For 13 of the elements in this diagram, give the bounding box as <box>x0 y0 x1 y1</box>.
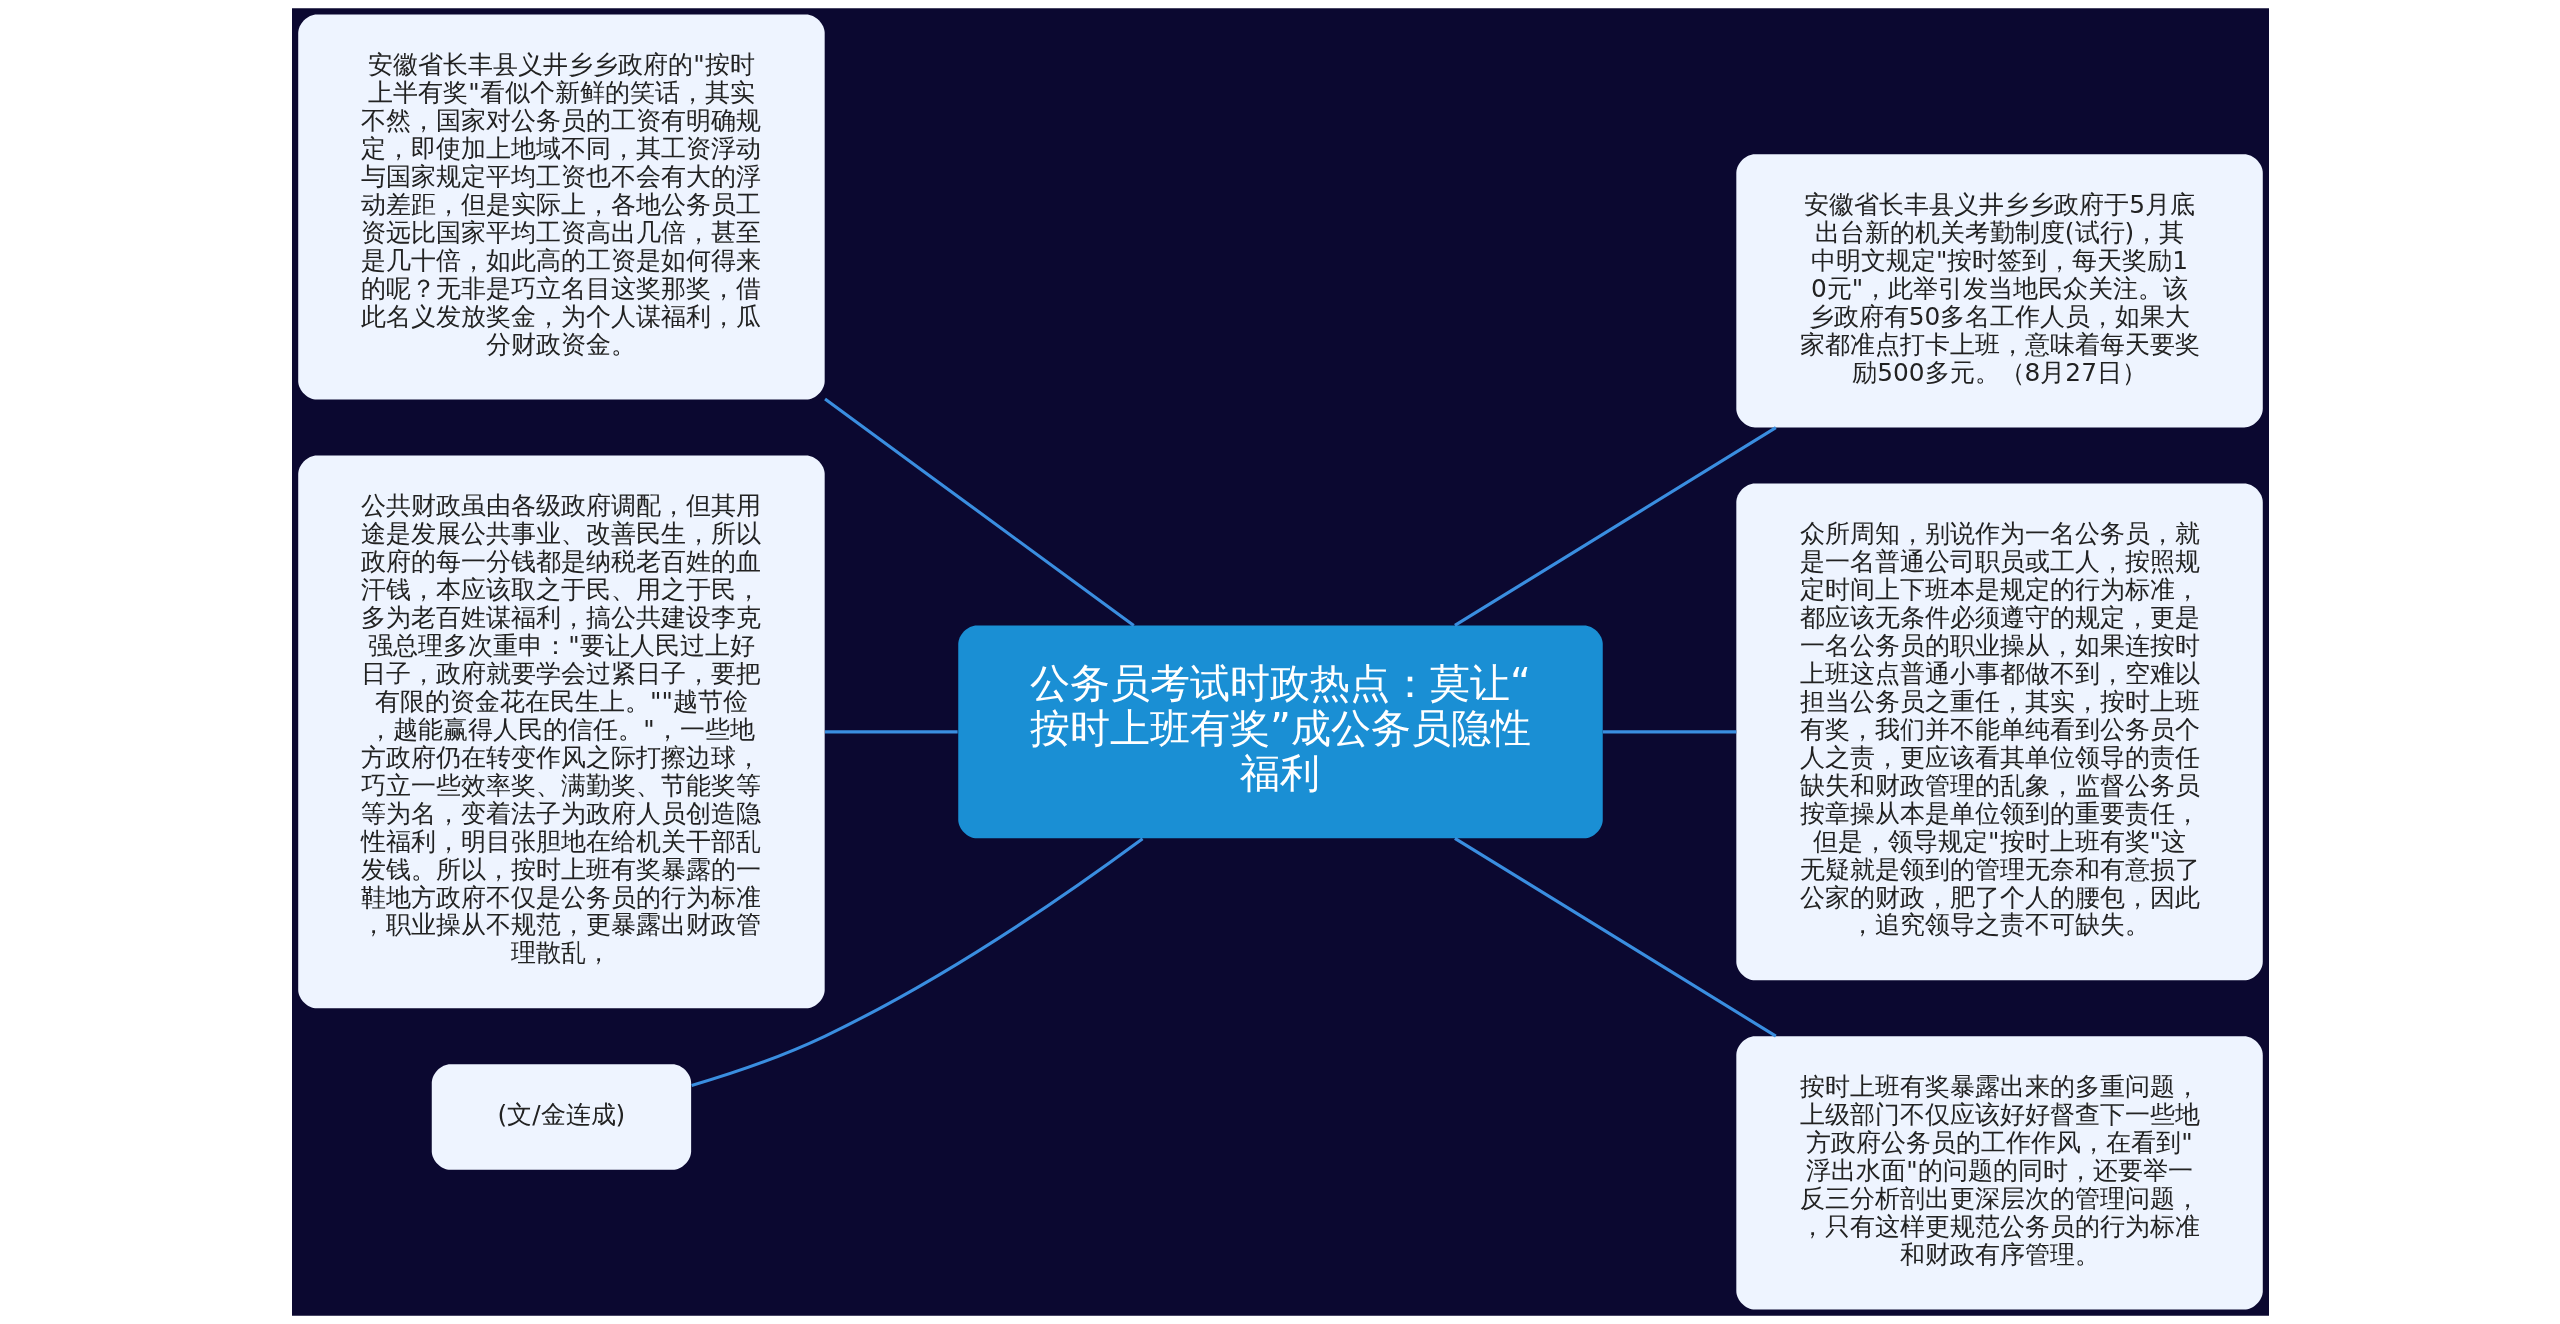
connector <box>1453 426 1777 627</box>
node-box: (文/金连成) <box>431 1064 691 1170</box>
node-box: 安徽省长丰县义井乡乡政府的"按时上半有奖"看似个新鲜的笑话，其实不然，国家对公务员的工资有明确规定，即使加上地域不同，其工资浮动与国家规定平均工资也不会有大的浮动差距，但是实际上，各地公务员工资远比国家平均工资高出几倍，甚至是几十倍，如此高的工资是如何得来的呢？无非是巧立名目这奖那奖，借此名义发放奖金，为个人谋福利，瓜分财政资金。 <box>297 14 825 400</box>
connector <box>823 397 1135 627</box>
connector <box>1453 837 1777 1038</box>
connector <box>824 730 958 734</box>
connector <box>1602 730 1736 734</box>
connector <box>690 837 1143 1087</box>
node-box: 安徽省长丰县义井乡乡政府于5月底出台新的机关考勤制度(试行)，其中明文规定"按时签到，每天奖励10元"，此举引发当地民众关注。该乡政府有50多名工作人员，如果大家都准点打卡上班，意味着每天要奖励500多元。（8月27日） <box>1735 154 2263 428</box>
node-box: 公务员考试时政热点：莫让“按时上班有奖”成公务员隐性福利 <box>957 625 1603 839</box>
node-box: 按时上班有奖暴露出来的多重问题，上级部门不仅应该好好督查下一些地方政府公务员的工作作风，在看到"浮出水面"的问题的同时，还要举一反三分析剖出更深层次的管理问题，，只有这样更规范公务员的行为标准和财政有序管理。 <box>1735 1036 2263 1310</box>
node-box: 众所周知，别说作为一名公务员，就是一名普通公司职员或工人，按照规定时间上下班本是规定的行为标准，都应该无条件必须遵守的规定，更是一名公务员的职业操从，如果连按时上班这点普通小事都做不到，空难以担当公务员之重任，其实，按时上班有奖，我们并不能单纯看到公务员个人之责，更应该看其单位领导的责任缺失和财政管理的乱象，监督公务员按章操从本是单位领到的重要责任，但是，领导规定"按时上班有奖"这无疑就是领到的管理无奈和有意损了公家的财政，肥了个人的腰包，因此，追究领导之责不可缺失。 <box>1735 483 2263 981</box>
node-box: 公共财政虽由各级政府调配，但其用途是发展公共事业、改善民生，所以政府的每一分钱都是纳税老百姓的血汗钱，本应该取之于民、用之于民，多为老百姓谋福利，搞公共建设李克强总理多次重申："要让人民过上好日子，政府就要学会过紧日子，要把有限的资金花在民生上。""越节俭，越能赢得人民的信任。"，一些地方政府仍在转变作风之际打擦边球，巧立一些效率奖、满勤奖、节能奖等等为名，变着法子为政府人员创造隐性福利，明目张胆地在给机关干部乱发钱。所以，按时上班有奖暴露的一鞋地方政府不仅是公务员的行为标准，职业操从不规范，更暴露出财政管理散乱， <box>297 455 825 1009</box>
